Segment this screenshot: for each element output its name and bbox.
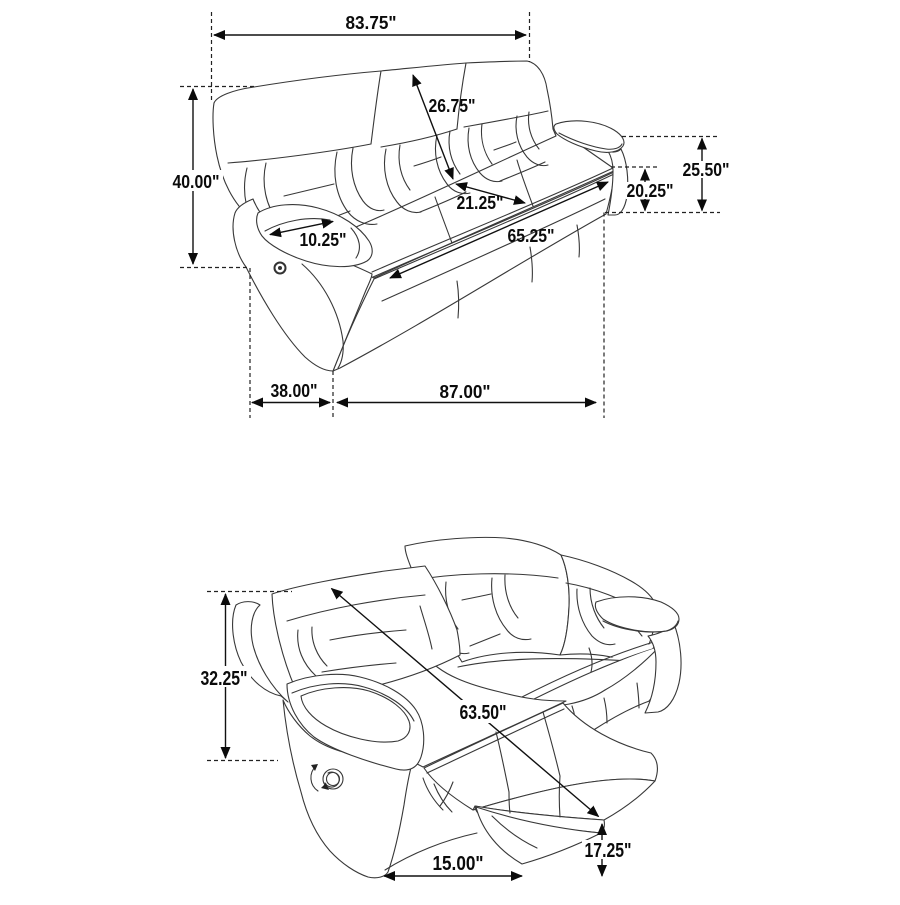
svg-text:25.50": 25.50" (683, 159, 730, 180)
svg-text:20.25": 20.25" (627, 180, 674, 201)
svg-text:63.50": 63.50" (460, 702, 507, 724)
svg-text:65.25": 65.25" (508, 225, 555, 246)
svg-text:87.00": 87.00" (440, 381, 491, 402)
svg-text:15.00": 15.00" (433, 853, 484, 875)
svg-text:40.00": 40.00" (173, 171, 220, 192)
svg-text:38.00": 38.00" (271, 380, 318, 401)
svg-text:21.25": 21.25" (457, 192, 504, 213)
svg-text:10.25": 10.25" (300, 229, 347, 250)
svg-text:17.25": 17.25" (585, 840, 632, 862)
svg-text:32.25": 32.25" (201, 668, 248, 690)
svg-text:83.75": 83.75" (346, 12, 397, 33)
svg-text:26.75": 26.75" (429, 95, 476, 116)
